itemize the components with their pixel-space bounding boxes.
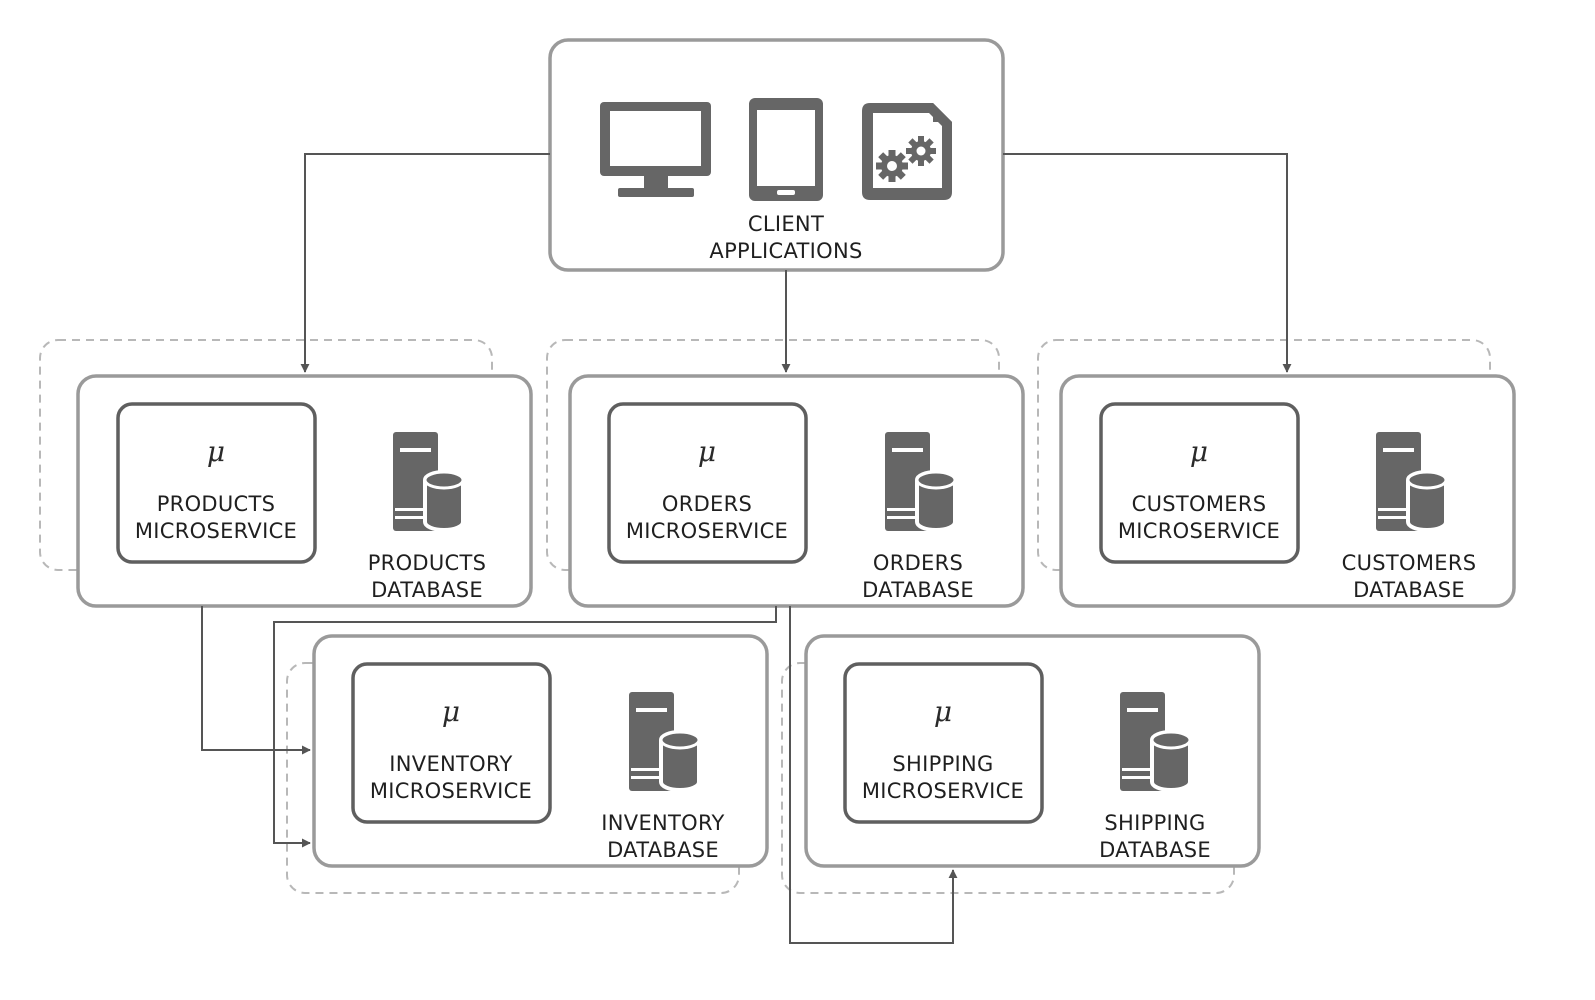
orders-database-label-line2: DATABASE [862, 578, 974, 602]
client-to-products-arrow [300, 153, 550, 373]
inventory-database-label-line2: DATABASE [607, 838, 719, 862]
inventory-replica-shadow [286, 662, 740, 894]
shipping-replica-shadow [781, 662, 1235, 894]
products-service-name-line2: MICROSERVICE [134, 519, 298, 543]
customers-service-name-line1: CUSTOMERS [1131, 492, 1267, 516]
orders-service-name-line1: ORDERS [661, 492, 753, 516]
customers-database-icon [1376, 432, 1448, 532]
orders-database-icon [885, 432, 957, 532]
products-microservice-box [116, 402, 317, 564]
customers-mu-symbol: μ [1189, 435, 1209, 468]
shipping-service-name-line2: MICROSERVICE [861, 779, 1025, 803]
inventory-database-label-line1: INVENTORY [601, 811, 725, 835]
orders-microservice-box [607, 402, 808, 564]
orders-service-name-line2: MICROSERVICE [625, 519, 789, 543]
products-mu-symbol: μ [206, 435, 226, 468]
client-label-line1: CLIENT [747, 212, 825, 236]
orders-mu-symbol: μ [697, 435, 717, 468]
products-database-label-line2: DATABASE [371, 578, 483, 602]
orders-database-label-line1: ORDERS [872, 551, 964, 575]
customers-service-name-line2: MICROSERVICE [1117, 519, 1281, 543]
client-label-line2: APPLICATIONS [709, 239, 863, 263]
customers-microservice-box [1099, 402, 1300, 564]
products-database-icon [393, 432, 465, 532]
orders-to-inventory-arrow [273, 606, 777, 848]
inventory-mu-symbol: μ [441, 695, 461, 728]
shipping-database-label-line2: DATABASE [1099, 838, 1211, 862]
client-to-customers-arrow [1003, 153, 1292, 373]
desktop-monitor-icon [600, 102, 711, 197]
shipping-database-icon [1120, 692, 1192, 792]
tablet-icon [749, 98, 823, 201]
products-to-inventory-arrow [201, 606, 311, 755]
customers-database-label-line1: CUSTOMERS [1341, 551, 1477, 575]
products-service-name-line1: PRODUCTS [156, 492, 276, 516]
gear-document-icon [862, 103, 952, 200]
shipping-mu-symbol: μ [933, 695, 953, 728]
inventory-database-icon [629, 692, 701, 792]
inventory-microservice-box [351, 662, 552, 824]
inventory-service-name-line1: INVENTORY [389, 752, 513, 776]
shipping-service-name-line1: SHIPPING [892, 752, 994, 776]
products-database-label-line1: PRODUCTS [367, 551, 487, 575]
shipping-database-label-line1: SHIPPING [1104, 811, 1206, 835]
shipping-microservice-box [843, 662, 1044, 824]
inventory-service-name-line2: MICROSERVICE [369, 779, 533, 803]
customers-database-label-line2: DATABASE [1353, 578, 1465, 602]
orders-to-shipping-arrow [789, 606, 958, 944]
